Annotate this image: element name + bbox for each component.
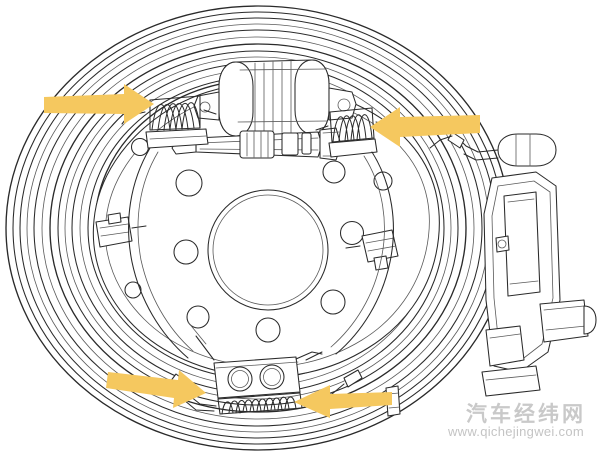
upper-left-return-spring xyxy=(121,95,217,149)
watermark-url: www.qichejingwei.com xyxy=(447,424,584,439)
backing-plate-holes xyxy=(124,137,393,343)
anchor-bracket xyxy=(213,351,323,399)
backing-plate xyxy=(92,83,440,378)
wheel-cylinder xyxy=(193,59,357,137)
watermark-brand: 汽车经纬网 xyxy=(466,403,586,426)
adjuster-strut xyxy=(171,127,342,161)
arrow-upper-left xyxy=(44,84,154,124)
hub-bore xyxy=(207,189,329,311)
brake-shoe-webs xyxy=(128,147,394,361)
arrow-lower-left xyxy=(106,370,206,408)
shoe-hold-down-right xyxy=(345,229,399,271)
arrow-upper-right xyxy=(370,107,480,147)
arrow-lower-right xyxy=(294,385,392,418)
shoe-hold-down-left xyxy=(95,212,147,248)
parking-brake-actuator xyxy=(385,131,597,417)
